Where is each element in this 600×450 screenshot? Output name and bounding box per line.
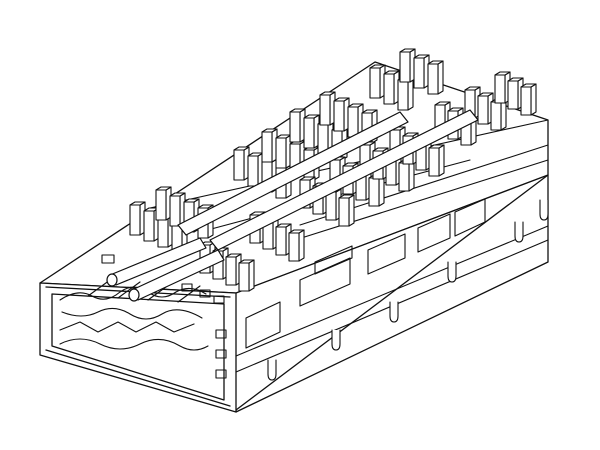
heatsink-fin bbox=[368, 174, 385, 207]
heatsink-fin bbox=[520, 83, 537, 116]
mounting-pin bbox=[389, 301, 399, 323]
heatsink-fin bbox=[413, 54, 430, 89]
heatsink-fin bbox=[369, 64, 386, 99]
cage-port-opening bbox=[51, 293, 225, 401]
mounting-pin bbox=[447, 261, 457, 283]
heatsink-fin bbox=[155, 186, 172, 221]
mounting-pin bbox=[514, 221, 524, 243]
heatsink-fin bbox=[338, 194, 355, 227]
heatsink-fin bbox=[238, 259, 255, 292]
clip-rod bbox=[177, 111, 409, 236]
heatsink-fin bbox=[288, 229, 305, 262]
heatsink-fin bbox=[233, 146, 250, 181]
mounting-pin bbox=[267, 359, 277, 381]
heatsink-fin bbox=[398, 159, 415, 192]
heatsink-fin bbox=[319, 91, 336, 126]
heatsink-fin bbox=[333, 97, 350, 132]
mounting-pin bbox=[539, 199, 549, 221]
heatsink-fin bbox=[169, 192, 186, 227]
heatsink-fin bbox=[289, 108, 306, 143]
heatsink-fin bbox=[490, 98, 507, 131]
heatsink-fin bbox=[303, 114, 320, 149]
clip-rods bbox=[106, 109, 479, 302]
heatsink-fin bbox=[261, 128, 278, 163]
side-window bbox=[299, 257, 351, 307]
mounting-pins bbox=[267, 199, 549, 381]
heatsink-fin bbox=[399, 48, 416, 83]
side-label-plate bbox=[314, 245, 353, 275]
heatsink-fin bbox=[275, 134, 292, 169]
front-port-contacts bbox=[59, 254, 227, 379]
side-window bbox=[417, 213, 451, 253]
side-window bbox=[245, 301, 281, 349]
heatsink-fin bbox=[247, 152, 264, 187]
heatsink-fin bbox=[129, 201, 146, 236]
heatsink-fin bbox=[428, 144, 445, 177]
heatsink-fin bbox=[383, 70, 400, 105]
clip-rod bbox=[209, 109, 479, 251]
side-window bbox=[367, 233, 406, 275]
heatsink-fin bbox=[427, 60, 444, 95]
side-window bbox=[454, 198, 486, 237]
mounting-pin bbox=[331, 329, 341, 351]
